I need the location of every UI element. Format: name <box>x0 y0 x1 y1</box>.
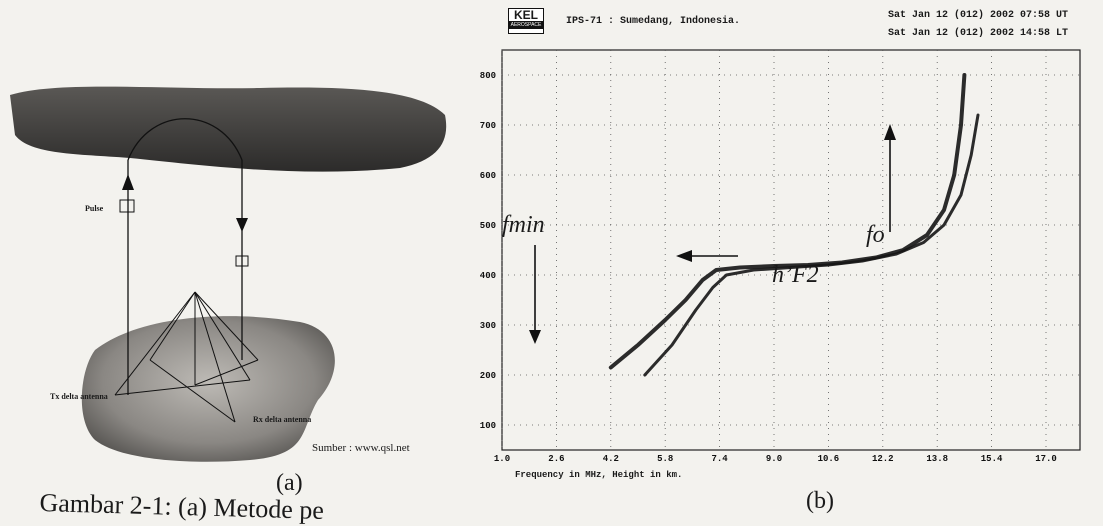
signal-arc <box>127 118 243 161</box>
x-tick-label: 13.8 <box>926 454 948 464</box>
x-tick-label: 10.6 <box>818 454 840 464</box>
up-arrow-icon <box>122 174 134 190</box>
caption-a: (a) <box>276 470 303 496</box>
y-tick-label: 300 <box>480 321 496 331</box>
hF2-arrowhead-icon <box>676 250 692 262</box>
delta-antenna-lines <box>114 291 259 423</box>
ionogram-trace <box>608 73 967 370</box>
y-tick-label: 200 <box>480 371 496 381</box>
annotation-hF2: h’F2 <box>772 262 819 288</box>
kel-logo: KEL AEROSPACE <box>508 8 544 34</box>
x-tick-label: 12.2 <box>872 454 894 464</box>
x-tick-label: 9.0 <box>766 454 782 464</box>
y-tick-label: 600 <box>480 171 496 181</box>
y-tick-label: 400 <box>480 271 496 281</box>
ground-landmass <box>81 316 335 462</box>
x-tick-label: 7.4 <box>711 454 728 464</box>
down-arrow-icon <box>236 218 248 232</box>
annotation-fo: fo <box>866 222 885 248</box>
x-tick-label: 2.6 <box>548 454 564 464</box>
fo-arrowhead-icon <box>884 124 896 140</box>
y-tick-label: 700 <box>480 121 496 131</box>
y-tick-label: 500 <box>480 221 496 231</box>
ionogram-trace <box>643 113 980 377</box>
pulse-label: Pulse <box>85 204 104 213</box>
y-tick-label: 100 <box>480 421 496 431</box>
plot-frame <box>501 49 1081 451</box>
time-lt: Sat Jan 12 (012) 2002 14:58 LT <box>888 28 1069 39</box>
tx-antenna-label: Tx delta antenna <box>50 392 108 401</box>
y-tick-label: 800 <box>480 71 496 81</box>
fmin-arrowhead-icon <box>529 330 541 344</box>
x-tick-label: 4.2 <box>603 454 619 464</box>
rx-antenna-label: Rx delta antenna <box>253 415 312 424</box>
x-tick-label: 17.0 <box>1035 454 1057 464</box>
caption-b: (b) <box>806 488 834 514</box>
x-axis-label: Frequency in MHz, Height in km. <box>515 470 683 480</box>
station-header: IPS-71 : Sumedang, Indonesia. <box>566 16 741 27</box>
ionosphere-layer <box>10 86 447 172</box>
x-tick-label: 15.4 <box>981 454 1003 464</box>
x-tick-label: 1.0 <box>494 454 510 464</box>
pulse-icon <box>119 199 135 213</box>
figure-a-illustration <box>10 86 447 462</box>
x-tick-label: 5.8 <box>657 454 673 464</box>
pulse-icon-2 <box>235 255 249 267</box>
time-ut: Sat Jan 12 (012) 2002 07:58 UT <box>888 10 1069 21</box>
annotation-fmin: fmin <box>502 212 545 238</box>
source-note: Sumber : www.qsl.net <box>312 442 410 454</box>
